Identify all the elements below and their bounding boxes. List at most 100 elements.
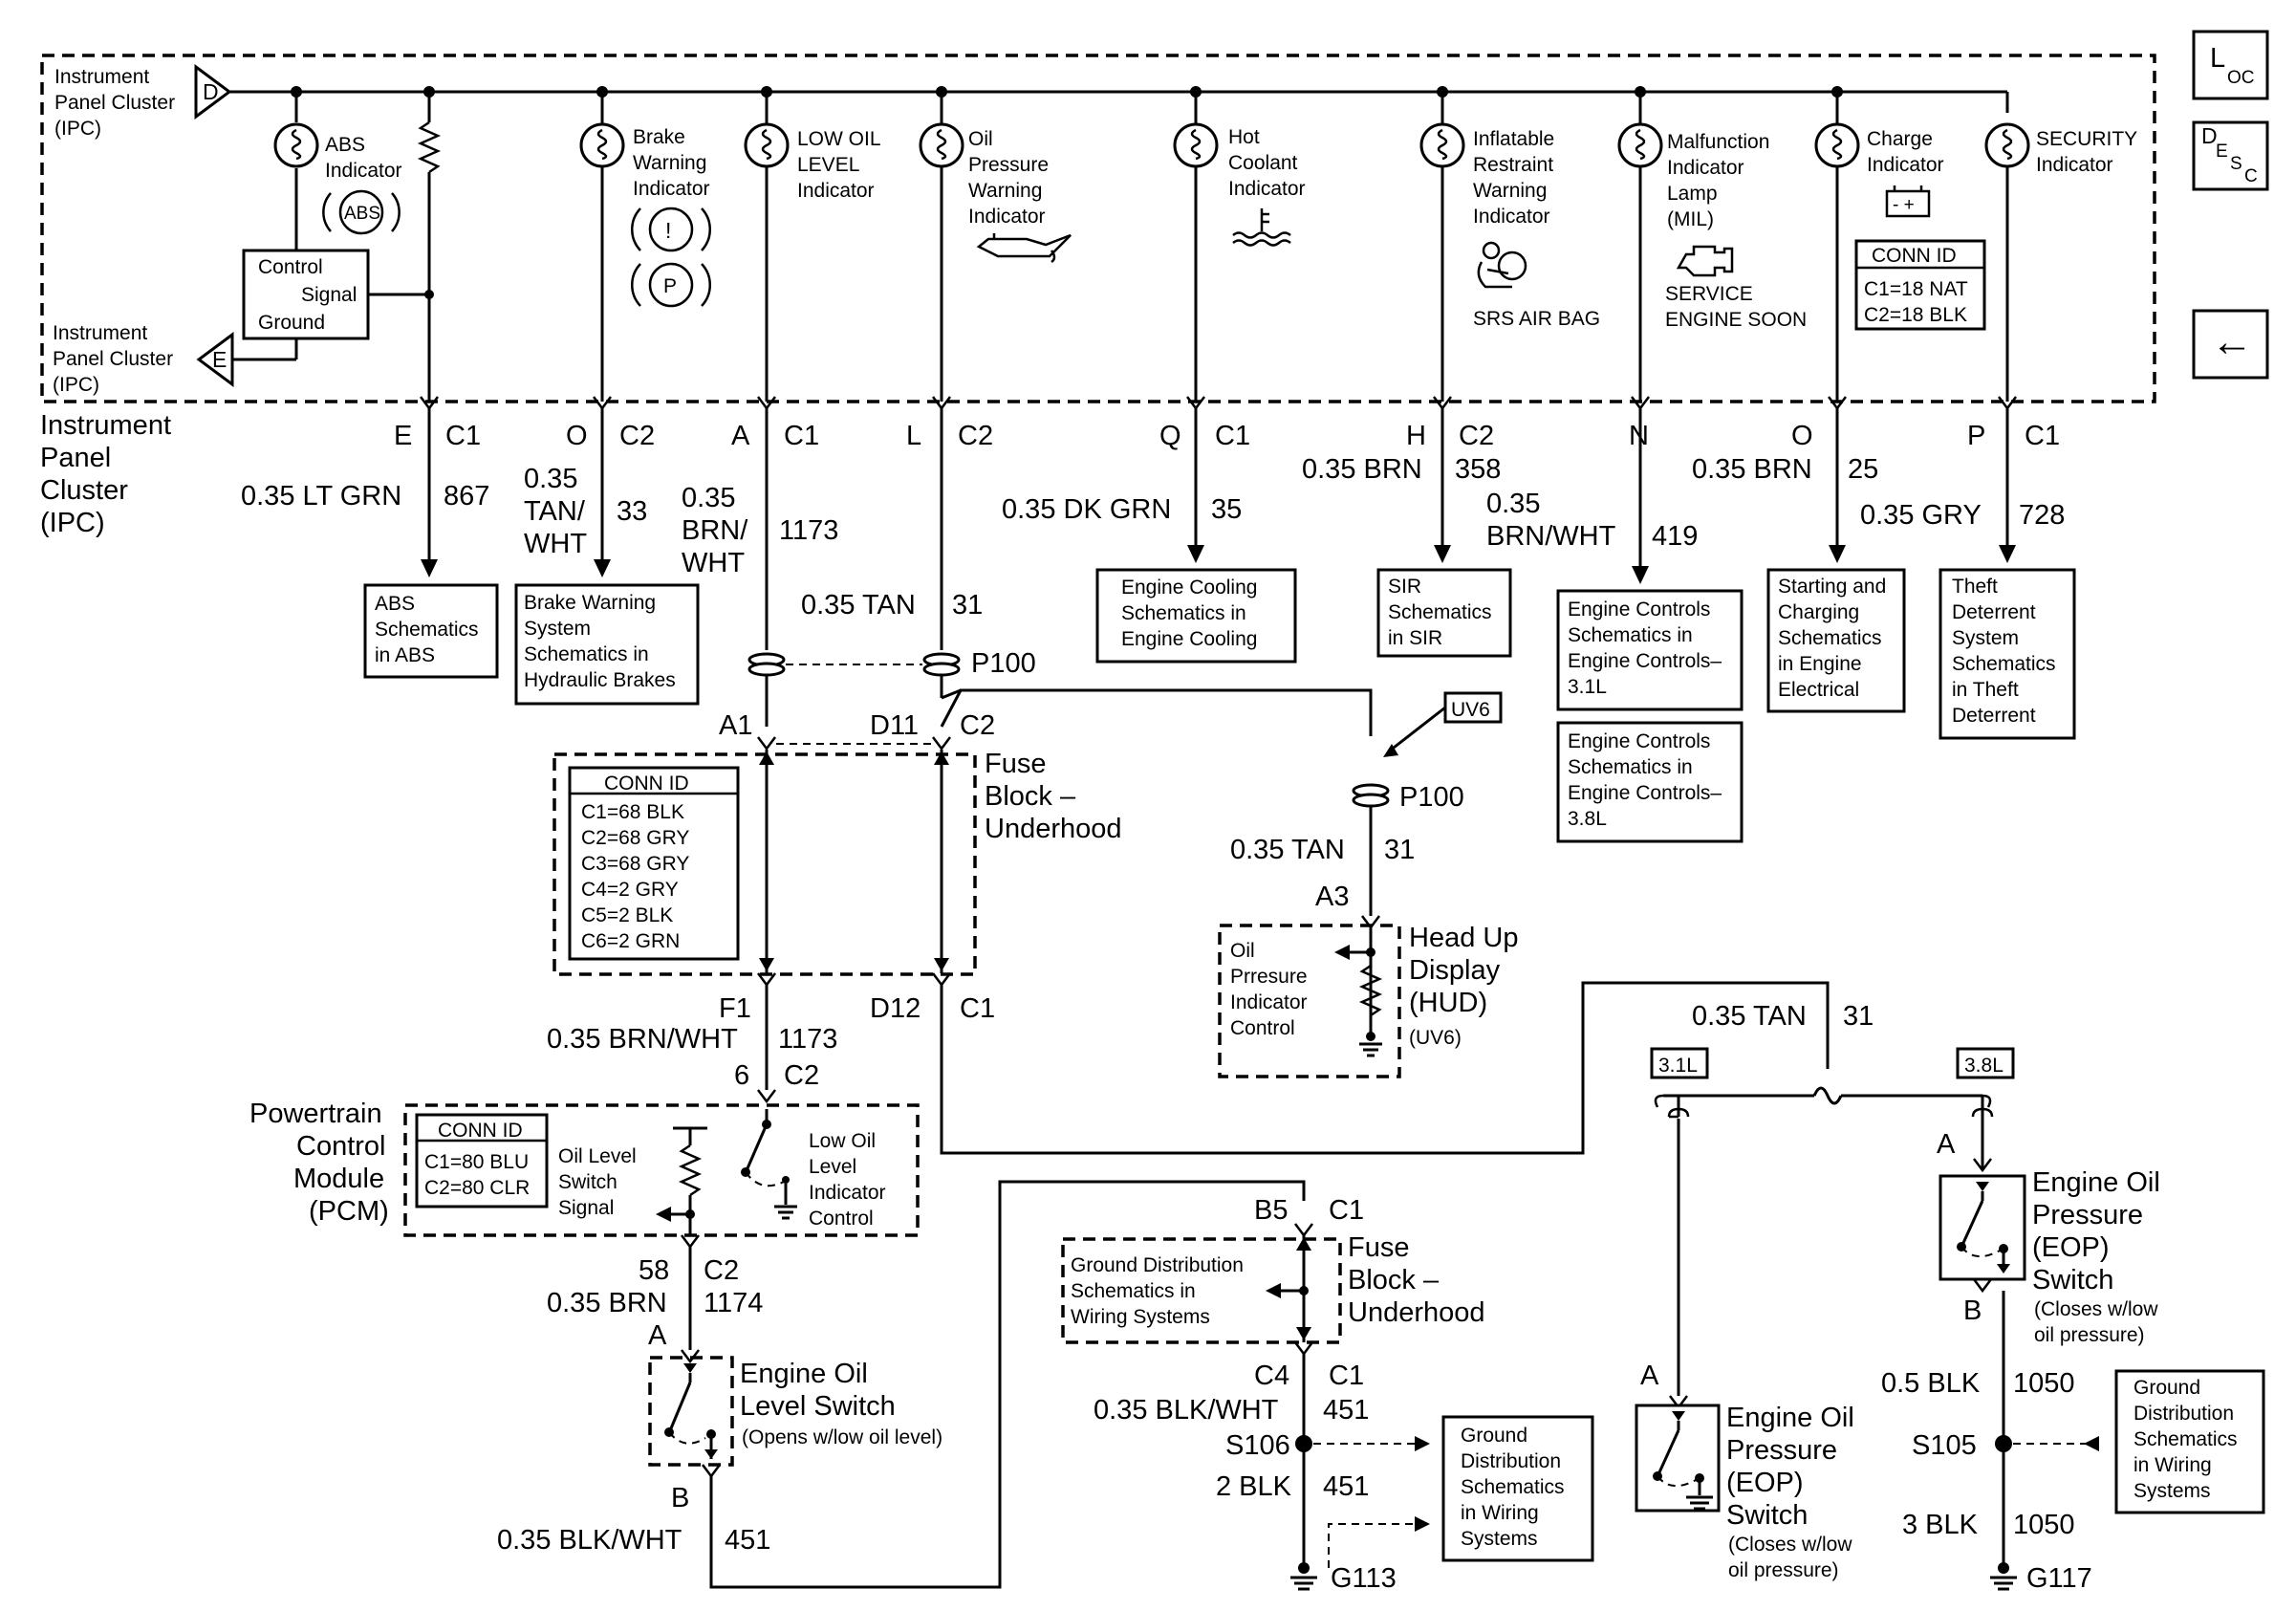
- pin-o-circuit: 33: [617, 496, 647, 527]
- loc-sub: OC: [2227, 68, 2255, 88]
- dest-brake-3: Schematics in: [524, 643, 649, 665]
- pcm-feed-wire: 0.35 BRN/WHT: [547, 1024, 738, 1055]
- pin-l-circuit: 31: [952, 590, 983, 620]
- ipc-top-label-3: (IPC): [54, 118, 101, 140]
- hud-sub: (UV6): [1409, 1027, 1462, 1049]
- dest-theft-box[interactable]: Theft Deterrent System Schematics in The…: [1939, 568, 2076, 740]
- pin-a-letter: A: [731, 421, 750, 451]
- pin-n-wire-2: BRN/WHT: [1486, 521, 1616, 552]
- loc-button[interactable]: L OC: [2192, 30, 2269, 100]
- mil-label-3: Lamp: [1667, 183, 1718, 205]
- mil-label-2: Indicator: [1667, 157, 1744, 179]
- low-oil-bulb-icon: [744, 92, 790, 402]
- p100-connector-l: [922, 652, 961, 677]
- dest-charging-3: Schematics: [1778, 627, 1882, 649]
- hud-label-3: (HUD): [1409, 988, 1487, 1018]
- dest-theft-6: Deterrent: [1952, 705, 2036, 727]
- dest-sir-3: in SIR: [1388, 627, 1442, 649]
- pin-n-letter: N: [1629, 421, 1649, 451]
- fuse-pin-d11: D11: [870, 710, 919, 741]
- pcm-feed-pin: 6: [734, 1060, 749, 1091]
- fuse-pin-d12: D12: [870, 993, 921, 1024]
- pcm-conn-id-2: C2=80 CLR: [424, 1177, 530, 1199]
- pin-a-wire-2: BRN/: [682, 515, 748, 546]
- dest-brake-2: System: [524, 618, 591, 640]
- dest-cooling-box[interactable]: Engine Cooling Schematics in Engine Cool…: [1095, 568, 1297, 664]
- pin-e: E C1 0.35 LT GRN 867: [241, 421, 489, 512]
- gnd-dist2-5: Systems: [1461, 1528, 1538, 1550]
- eop31-note-2: oil pressure): [1728, 1559, 1839, 1581]
- back-arrow-icon: ←: [2211, 318, 2253, 365]
- brake-bulb-icon: [579, 92, 625, 402]
- pin-o-wire-1: 0.35: [524, 464, 577, 494]
- eop-dist-5: Systems: [2134, 1480, 2211, 1502]
- dest-sir-2: Schematics: [1388, 601, 1492, 623]
- level-pin-b: B: [671, 1483, 689, 1513]
- level-switch-icon: [664, 1363, 718, 1459]
- eop38-label-3: (EOP): [2032, 1232, 2110, 1263]
- desc-sub-3: C: [2244, 166, 2258, 186]
- pin-o-conn: C2: [619, 421, 655, 451]
- pcm-label-4: (PCM): [309, 1196, 389, 1227]
- p100-connector-a: [747, 652, 786, 677]
- eop-opt2-label: 3.8L: [1964, 1055, 2004, 1077]
- pin-o-wire-3: WHT: [524, 529, 587, 559]
- pin-o-brake: O C2 0.35 TAN/ WHT 33: [524, 421, 655, 559]
- ground-label: Ground: [258, 312, 325, 334]
- desc-letter: D: [2201, 123, 2218, 148]
- ipc-bottom-label-3: (IPC): [53, 374, 99, 396]
- eop-circuit: 31: [1843, 1001, 1874, 1032]
- dest-brake-box[interactable]: Brake Warning System Schematics in Hydra…: [514, 583, 700, 706]
- security-label-2: Indicator: [2036, 154, 2113, 176]
- airbag-label-2: Restraint: [1473, 154, 1553, 176]
- eop-option-31: 3.1L: [1650, 1047, 1709, 1079]
- pin-o-charge: O 0.35 BRN 25: [1692, 421, 1878, 485]
- dest-charging-box[interactable]: Starting and Charging Schematics in Engi…: [1766, 568, 1906, 713]
- dest-engine31-4: 3.1L: [1568, 676, 1607, 698]
- eop31-label-1: Engine Oil: [1726, 1403, 1854, 1433]
- pcm-conn-id-box: CONN ID C1=80 BLU C2=80 CLR: [415, 1113, 549, 1208]
- parking-brake-icon: P: [631, 262, 711, 308]
- brake-sym1-text: !: [665, 218, 671, 243]
- battery-terminals: - +: [1893, 195, 1915, 215]
- airbag-bulb-icon: [1419, 92, 1465, 402]
- dest-engine-38-box[interactable]: Engine Controls Schematics in Engine Con…: [1556, 721, 1744, 843]
- pin-n-circuit: 419: [1652, 521, 1698, 552]
- pin-h-wire: 0.35 BRN: [1302, 454, 1422, 485]
- fuse-conn-id-title: CONN ID: [604, 773, 689, 795]
- abs-bulb-icon: [273, 122, 319, 168]
- pin-l-wire: 0.35 TAN: [801, 590, 916, 620]
- dest-engine-31-box[interactable]: Engine Controls Schematics in Engine Con…: [1556, 589, 1744, 711]
- pin-l: L C2 0.35 TAN 31: [801, 421, 993, 620]
- level-switch-label-1: Engine Oil: [740, 1359, 868, 1389]
- pin-p: P C1 0.35 GRY 728: [1860, 421, 2065, 531]
- security-label-1: SECURITY: [2036, 128, 2137, 150]
- back-button[interactable]: ←: [2192, 309, 2269, 380]
- desc-button[interactable]: D E S C: [2192, 120, 2269, 191]
- eop-dist-box[interactable]: Ground Distribution Schematics in Wiring…: [2114, 1369, 2265, 1514]
- pin-n: N 0.35 BRN/WHT 419: [1486, 421, 1698, 552]
- dest-abs-box[interactable]: ABS Schematics in ABS: [363, 583, 499, 679]
- gnd-wire: 0.35 BLK/WHT: [1094, 1395, 1279, 1426]
- dest-abs-1: ABS: [375, 593, 415, 615]
- mil-label-4: (MIL): [1667, 208, 1714, 230]
- dest-brake-1: Brake Warning: [524, 592, 656, 614]
- hud-internal-4: Control: [1230, 1017, 1295, 1039]
- dest-sir-box[interactable]: SIR Schematics in SIR: [1376, 568, 1512, 658]
- pcm-indicator-label-3: Indicator: [809, 1182, 886, 1204]
- pcm-indicator-label-4: Control: [809, 1208, 874, 1230]
- eop-wire2: 0.5 BLK: [1881, 1368, 1981, 1399]
- gnd-dist-box-s106[interactable]: Ground Distribution Schematics in Wiring…: [1441, 1415, 1594, 1562]
- hud-ground-icon: [1359, 1032, 1382, 1057]
- eop38-label-1: Engine Oil: [2032, 1167, 2160, 1198]
- loc-letter: L: [2210, 43, 2225, 74]
- charge-label-1: Charge: [1867, 128, 1933, 150]
- eop38-note-1: (Closes w/low: [2034, 1298, 2158, 1320]
- abs-indicator-label-2: Indicator: [325, 160, 402, 182]
- fuse-conn-id-5: C5=2 BLK: [581, 904, 673, 926]
- gnd-conn-c1-top: C1: [1329, 1195, 1364, 1226]
- hud-wire: 0.35 TAN: [1230, 835, 1345, 865]
- ipc-top-label-2: Panel Cluster: [54, 92, 175, 114]
- pin-a-wire-3: WHT: [682, 548, 745, 578]
- g117-ground-icon: [1990, 1576, 2017, 1591]
